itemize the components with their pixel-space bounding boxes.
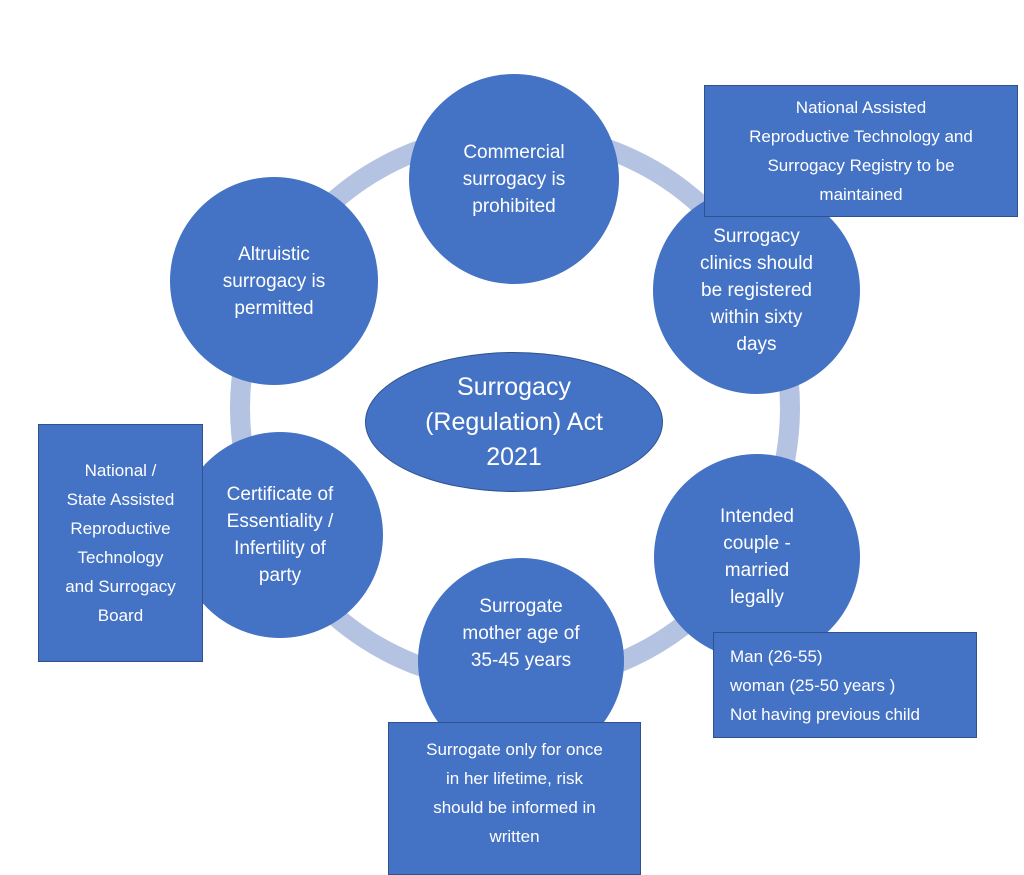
node-clinics-registered: Surrogacy clinics should be registered w… bbox=[653, 187, 860, 394]
center-act-label: Surrogacy (Regulation) Act 2021 bbox=[425, 372, 603, 471]
center-act-ellipse: Surrogacy (Regulation) Act 2021 bbox=[365, 352, 663, 492]
box-registry-label: National Assisted Reproductive Technolog… bbox=[749, 98, 973, 204]
node-intended-couple-label: Intended couple - married legally bbox=[720, 506, 794, 608]
node-altruistic-label: Altruistic surrogacy is permitted bbox=[222, 243, 326, 319]
node-commercial-prohibited: Commercial surrogacy is prohibited bbox=[409, 74, 619, 284]
node-clinics-label: Surrogacy clinics should be registered w… bbox=[700, 226, 813, 355]
node-certificate-label: Certificate of Essentiality / Infertilit… bbox=[226, 484, 334, 586]
box-board: National / State Assisted Reproductive T… bbox=[38, 424, 203, 662]
box-age-limits-label: Man (26-55) woman (25-50 years ) Not hav… bbox=[730, 646, 920, 724]
box-once-label: Surrogate only for once in her lifetime,… bbox=[426, 740, 603, 846]
node-commercial-label: Commercial surrogacy is prohibited bbox=[462, 141, 566, 217]
box-board-label: National / State Assisted Reproductive T… bbox=[65, 461, 176, 625]
node-altruistic-permitted: Altruistic surrogacy is permitted bbox=[170, 177, 378, 385]
box-registry: National Assisted Reproductive Technolog… bbox=[704, 85, 1018, 217]
box-age-limits: Man (26-55) woman (25-50 years ) Not hav… bbox=[713, 632, 977, 738]
box-once-lifetime: Surrogate only for once in her lifetime,… bbox=[388, 722, 641, 875]
node-intended-couple: Intended couple - married legally bbox=[654, 454, 860, 660]
node-certificate: Certificate of Essentiality / Infertilit… bbox=[177, 432, 383, 638]
node-surrogate-age-label: Surrogate mother age of 35-45 years bbox=[462, 595, 580, 671]
